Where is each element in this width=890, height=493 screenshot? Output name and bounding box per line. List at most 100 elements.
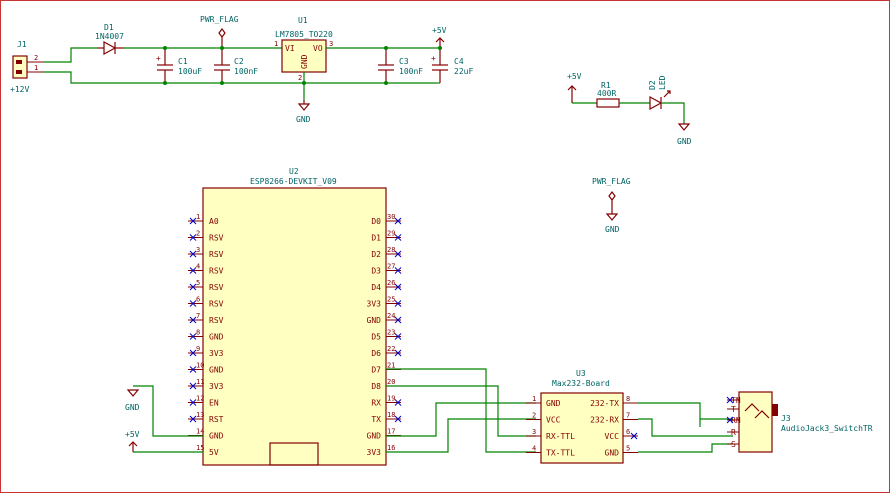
u2-pin-num: 12 <box>196 395 204 403</box>
gnd-led-label: GND <box>677 137 692 146</box>
u2-pin-num: 3 <box>196 246 200 254</box>
u2-pin-num: 17 <box>387 428 395 436</box>
led-section: +5V R1 400R D2 LED GND <box>567 72 692 146</box>
u2-pin-name: GND <box>209 432 224 441</box>
u3-pin-num: 3 <box>532 428 536 436</box>
u2-pin-name: D3 <box>371 267 381 276</box>
u2-pin-name: GND <box>209 333 224 342</box>
capacitor-c2[interactable]: C2 100nF <box>214 48 258 83</box>
u2-pin-name: D7 <box>371 366 381 375</box>
j1-body <box>12 55 28 79</box>
u1-num3: 3 <box>329 40 333 48</box>
j1-ref: J1 <box>17 40 27 49</box>
u1-pin-vo: VO <box>313 44 323 53</box>
p5v-led: +5V <box>567 72 582 103</box>
u3-pin-num: 2 <box>532 412 536 420</box>
pwr-flag-top-label: PWR_FLAG <box>200 15 239 24</box>
u2-pin-name: D5 <box>371 333 381 342</box>
c1-value: 100uF <box>178 67 202 76</box>
u2-ref: U2 <box>289 167 299 176</box>
u3-pin-name: RX-TTL <box>546 432 575 441</box>
u2-pin-name: TX <box>371 415 381 424</box>
u2-pin-name: 3V3 <box>209 382 224 391</box>
u3-pin-num: 6 <box>626 428 630 436</box>
u2-pin-num: 24 <box>387 312 395 320</box>
connector-j1[interactable]: J1 +12V 2 1 <box>10 40 43 94</box>
u2-pin-name: RSV <box>209 250 224 259</box>
d2-ref: D2 <box>648 80 657 90</box>
c3-value: 100nF <box>399 67 423 76</box>
p5v-led-label: +5V <box>567 72 582 81</box>
u2-pin-num: 15 <box>196 444 204 452</box>
u2-pin-name: D0 <box>371 217 381 226</box>
j3-pin-name: TN <box>731 396 741 405</box>
j3-pin-name: R <box>731 428 736 437</box>
pwr-flag-top: PWR_FLAG <box>200 15 239 48</box>
pwr-flag-mid: PWR_FLAG GND <box>592 177 631 234</box>
c1-ref: C1 <box>178 57 188 66</box>
u3-pin-name: GND <box>546 399 561 408</box>
u1-pin-vi: VI <box>285 44 295 53</box>
u2-pin-num: 1 <box>196 213 200 221</box>
u2-pin-num: 30 <box>387 213 395 221</box>
j3-pin-name: RN <box>731 416 741 425</box>
u3-pin-name: 232-RX <box>590 416 619 425</box>
u2-pin-name: D2 <box>371 250 381 259</box>
u2-pin-num: 8 <box>196 329 200 337</box>
resistor-r1[interactable]: R1 400R <box>596 81 620 108</box>
u3-pin-num: 8 <box>626 395 630 403</box>
capacitor-c1[interactable]: + C1 100uF <box>156 48 202 83</box>
gnd-mid-label: GND <box>605 225 620 234</box>
u1-value: LM7805_TO220 <box>275 30 333 39</box>
u2-body <box>202 187 387 466</box>
d1-ref: D1 <box>104 23 114 32</box>
p5v-top-label: +5V <box>432 26 447 35</box>
u2-pin-num: 11 <box>196 378 204 386</box>
led-d2[interactable]: D2 LED <box>648 75 671 111</box>
u2-pin-name: D8 <box>371 382 381 391</box>
u1-ref: U1 <box>298 16 308 25</box>
svg-text:+: + <box>156 54 161 63</box>
u2-pin-num: 23 <box>387 329 395 337</box>
u2-pin-num: 7 <box>196 312 200 320</box>
u2-pin-num: 18 <box>387 411 395 419</box>
u2-pin-name: EN <box>209 399 219 408</box>
u2-pin-num: 19 <box>387 395 395 403</box>
regulator-u1[interactable]: VI VO GND U1 LM7805_TO220 1 3 2 <box>274 16 333 82</box>
u1-body <box>281 39 327 73</box>
u2-pin-name: D1 <box>371 234 381 243</box>
u2-value: ESP8266-DEVKIT_V09 <box>250 177 337 186</box>
diode-d1[interactable]: D1 1N4007 <box>95 23 124 56</box>
u2-pin-num: 20 <box>387 378 395 386</box>
u2-pin-name: D4 <box>371 283 381 292</box>
u2-pin-name: 3V3 <box>209 349 224 358</box>
c4-ref: C4 <box>454 57 464 66</box>
u2-pin-num: 21 <box>387 362 395 370</box>
u2-pin-num: 22 <box>387 345 395 353</box>
capacitor-c3[interactable]: C3 100nF <box>378 48 423 83</box>
u3-ref: U3 <box>576 369 586 378</box>
u2-pin-num: 28 <box>387 246 395 254</box>
u2-pin-num: 4 <box>196 263 200 271</box>
u2-pin-num: 6 <box>196 296 200 304</box>
gnd-u2: GND <box>125 389 140 412</box>
u2-pin-name: RSV <box>209 283 224 292</box>
pwr-flag-mid-label: PWR_FLAG <box>592 177 631 186</box>
u3-pin-name: VCC <box>605 432 620 441</box>
u3-pin-num: 5 <box>626 445 630 453</box>
r1-ref: R1 <box>601 81 611 90</box>
u1-num2: 2 <box>298 74 302 82</box>
p5v-u2: +5V <box>125 430 140 452</box>
gnd-u1-label: GND <box>296 115 311 124</box>
u2-pin-num: 5 <box>196 279 200 287</box>
p5v-top: +5V <box>432 26 447 48</box>
capacitor-c4[interactable]: + C4 22uF <box>431 48 473 83</box>
power-supply-section: J1 +12V 2 1 D1 1N4007 PWR_FLAG <box>10 15 473 124</box>
u2-pin-num: 10 <box>196 362 204 370</box>
u2-pin-name: GND <box>367 316 382 325</box>
